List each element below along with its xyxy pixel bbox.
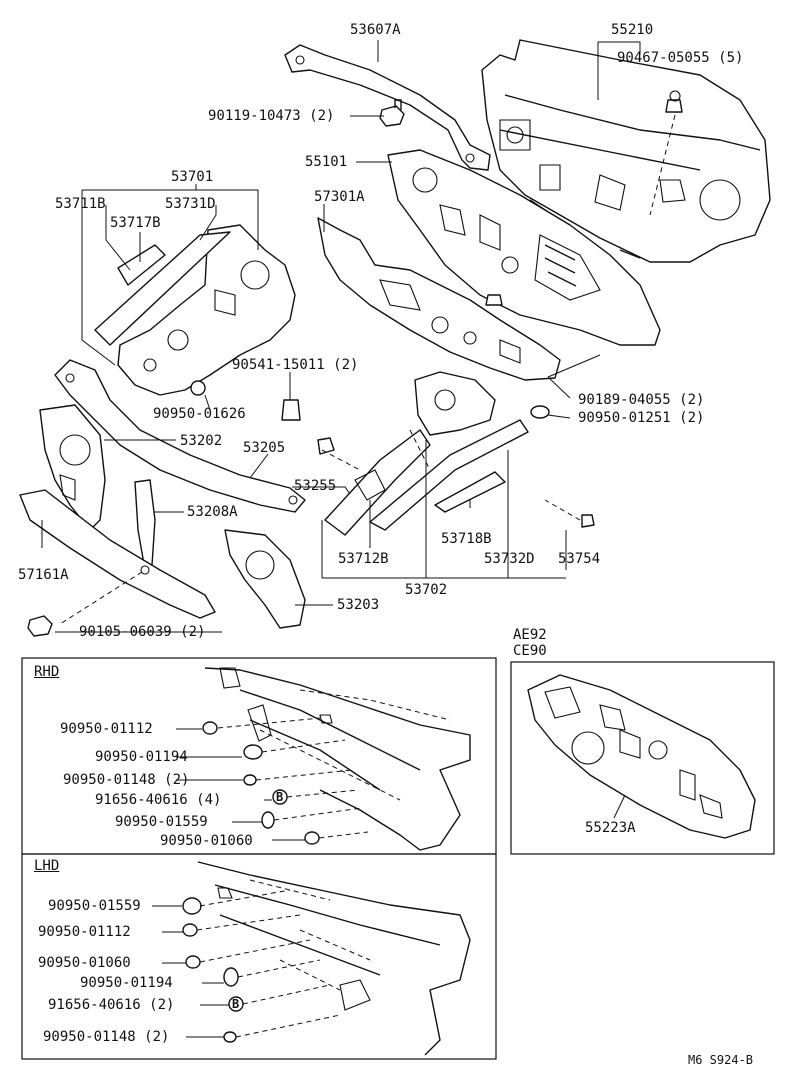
label-53701: 53701 (171, 169, 214, 185)
rhd-item-90950-01559: 90950-01559 (115, 814, 208, 830)
part-55101-panel (387, 149, 661, 346)
rhd-drawing (176, 667, 471, 851)
lhd-item-90950-01194: 90950-01194 (80, 975, 173, 991)
label-53208A: 53208A (187, 504, 238, 520)
model-box (510, 661, 775, 855)
part-53702-apron (324, 371, 529, 536)
label-53202: 53202 (180, 433, 223, 449)
lhd-item-91656-40616: 91656-40616 (2) (48, 997, 175, 1013)
label-90105-06039: 90105-06039 (2) (79, 624, 206, 640)
bolt-90119 (379, 99, 405, 127)
rhd-item-90950-01194: 90950-01194 (95, 749, 188, 765)
label-53607A: 53607A (350, 22, 401, 38)
label-53205: 53205 (243, 440, 286, 456)
label-53712B: 53712B (338, 551, 389, 567)
grommet-90950-01251 (530, 405, 550, 419)
rhd-item-90950-01112: 90950-01112 (60, 721, 153, 737)
part-57301A-cowl (317, 217, 561, 381)
label-90119-10473: 90119-10473 (2) (208, 108, 335, 124)
part-53202-support (39, 404, 106, 531)
part-53203-support (224, 529, 306, 629)
label-90950-01251: 90950-01251 (2) (578, 410, 705, 426)
label-90189-04055: 90189-04055 (2) (578, 392, 705, 408)
label-55101: 55101 (305, 154, 348, 170)
part-53205-rail (54, 359, 306, 513)
label-57161A: 57161A (18, 567, 69, 583)
part-53607A-bar (284, 44, 491, 171)
part-55223A-panel (527, 674, 756, 839)
label-55223A: 55223A (585, 820, 636, 836)
part-55210-panel (481, 39, 771, 263)
lhd-item-90950-01112: 90950-01112 (38, 924, 131, 940)
label-57301A: 57301A (314, 189, 365, 205)
label-90541-15011: 90541-15011 (2) (232, 357, 359, 373)
part-57161A-member (19, 489, 216, 619)
rhd-item-91656-40616: 91656-40616 (4) (95, 792, 222, 808)
model-ae92: AE92 (513, 627, 547, 643)
label-53718B: 53718B (441, 531, 492, 547)
leader-lines (41, 40, 641, 819)
clip-90467 (649, 90, 683, 216)
label-90950-01626: 90950-01626 (153, 406, 246, 422)
label-53732D: 53732D (484, 551, 535, 567)
bolt-90105-leader (59, 571, 143, 625)
lhd-drawing (152, 861, 471, 1056)
rhd-item-90950-01148: 90950-01148 (2) (63, 772, 190, 788)
label-53754: 53754 (558, 551, 601, 567)
label-90467-05055: 90467-05055 (5) (617, 50, 744, 66)
rhd-b-marker: B (276, 790, 284, 804)
plug-90541 (281, 399, 301, 421)
label-53731D: 53731D (165, 196, 216, 212)
label-53255: 53255 (294, 478, 337, 494)
lhd-item-90950-01559: 90950-01559 (48, 898, 141, 914)
rhd-item-90950-01060: 90950-01060 (160, 833, 253, 849)
bolt-90105 (27, 615, 53, 637)
label-55210: 55210 (611, 22, 654, 38)
lhd-item-90950-01060: 90950-01060 (38, 955, 131, 971)
rhd-title: RHD (34, 664, 60, 680)
grommet-90950-01626 (190, 380, 206, 396)
label-53203: 53203 (337, 597, 380, 613)
diagram-code: M6 S924-B (688, 1053, 754, 1067)
model-ce90: CE90 (513, 643, 547, 659)
label-53717B: 53717B (110, 215, 161, 231)
lhd-title: LHD (34, 858, 60, 874)
label-53702: 53702 (405, 582, 448, 598)
lhd-item-90950-01148: 90950-01148 (2) (43, 1029, 170, 1045)
label-53711B: 53711B (55, 196, 106, 212)
clip-53754 (581, 514, 595, 528)
lhd-box (21, 853, 497, 1060)
lhd-b-marker: B (232, 997, 240, 1011)
